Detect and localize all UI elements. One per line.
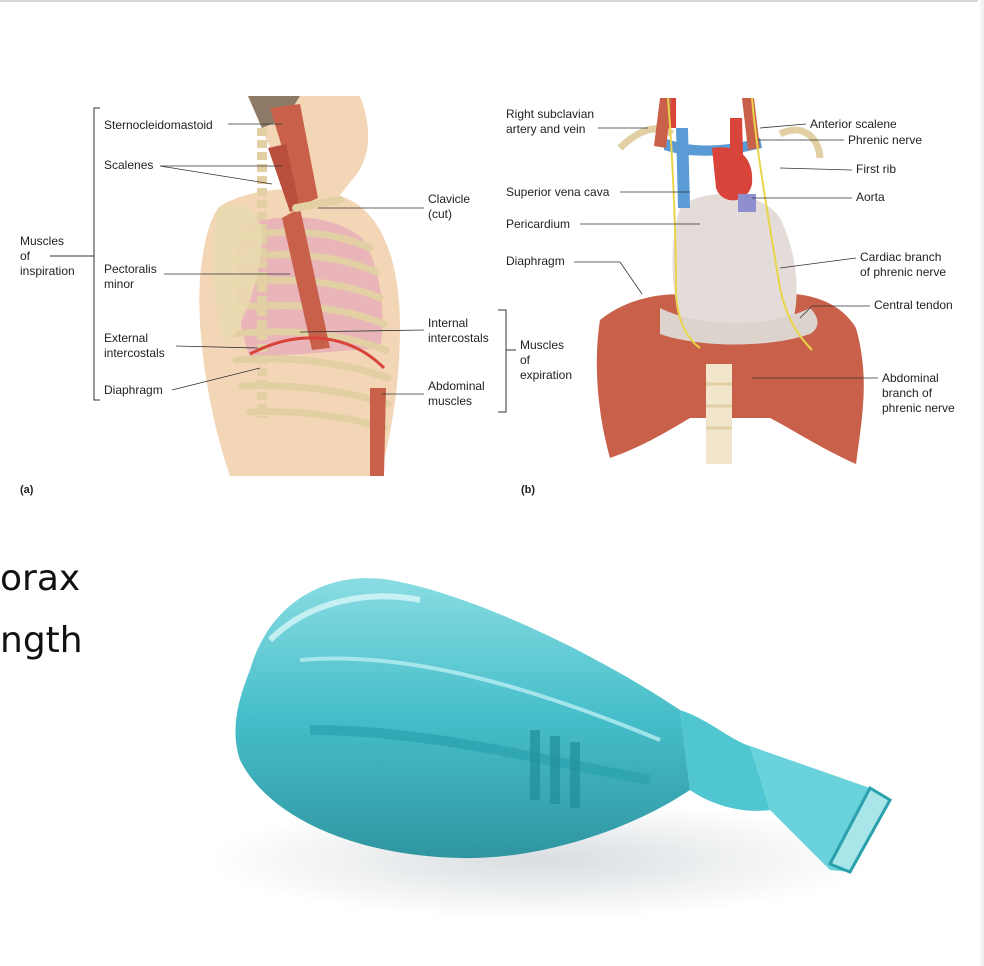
- torso-illustration: [199, 96, 400, 477]
- label-scalenes: Scalenes: [104, 158, 154, 172]
- panel-tag-b: (b): [521, 484, 536, 496]
- label-sternocleidomastoid: Sternocleidomastoid: [104, 118, 213, 132]
- label-muscles-of-expiration: Muscles of expiration: [520, 338, 573, 382]
- label-diaphragm-b: Diaphragm: [506, 254, 565, 268]
- panel-tag-a: (a): [20, 484, 34, 496]
- label-first-rib: First rib: [856, 162, 896, 176]
- label-phrenic-nerve: Phrenic nerve: [848, 133, 923, 147]
- anatomy-illustration: [50, 96, 878, 477]
- label-abdominal-muscles: Abdominal muscles: [428, 379, 485, 408]
- label-pericardium: Pericardium: [506, 217, 571, 231]
- label-muscles-of-inspiration: Muscles of inspiration: [20, 234, 75, 278]
- label-central-tendon: Central tendon: [874, 298, 953, 312]
- label-anterior-scalene: Anterior scalene: [810, 117, 897, 131]
- label-internal-intercostals: Internal intercostals: [428, 316, 489, 345]
- label-abdominal-branch: Abdominal branch of phrenic nerve: [882, 371, 955, 415]
- diaphragm-illustration: [596, 97, 864, 464]
- label-aorta: Aorta: [856, 190, 885, 204]
- label-superior-vena-cava: Superior vena cava: [506, 185, 610, 199]
- label-clavicle: Clavicle (cut): [428, 192, 471, 221]
- label-external-intercostals: External intercostals: [104, 331, 165, 360]
- slide-text-line-2: ngth: [0, 620, 83, 661]
- label-diaphragm-a: Diaphragm: [104, 383, 163, 397]
- window-top-border: [0, 0, 984, 2]
- window-right-edge: [978, 0, 984, 966]
- inhaler-illustration: [210, 578, 893, 920]
- label-pectoralis-minor: Pectoralis minor: [104, 262, 157, 291]
- slide-text-line-1: orax: [0, 558, 81, 599]
- inhaler-device-image: [210, 560, 910, 930]
- label-right-subclavian: Right subclavian artery and vein: [506, 107, 595, 136]
- label-cardiac-branch: Cardiac branch of phrenic nerve: [860, 250, 947, 279]
- respiratory-muscles-figure: Muscles of inspiration Sternocleidomasto…: [0, 88, 980, 508]
